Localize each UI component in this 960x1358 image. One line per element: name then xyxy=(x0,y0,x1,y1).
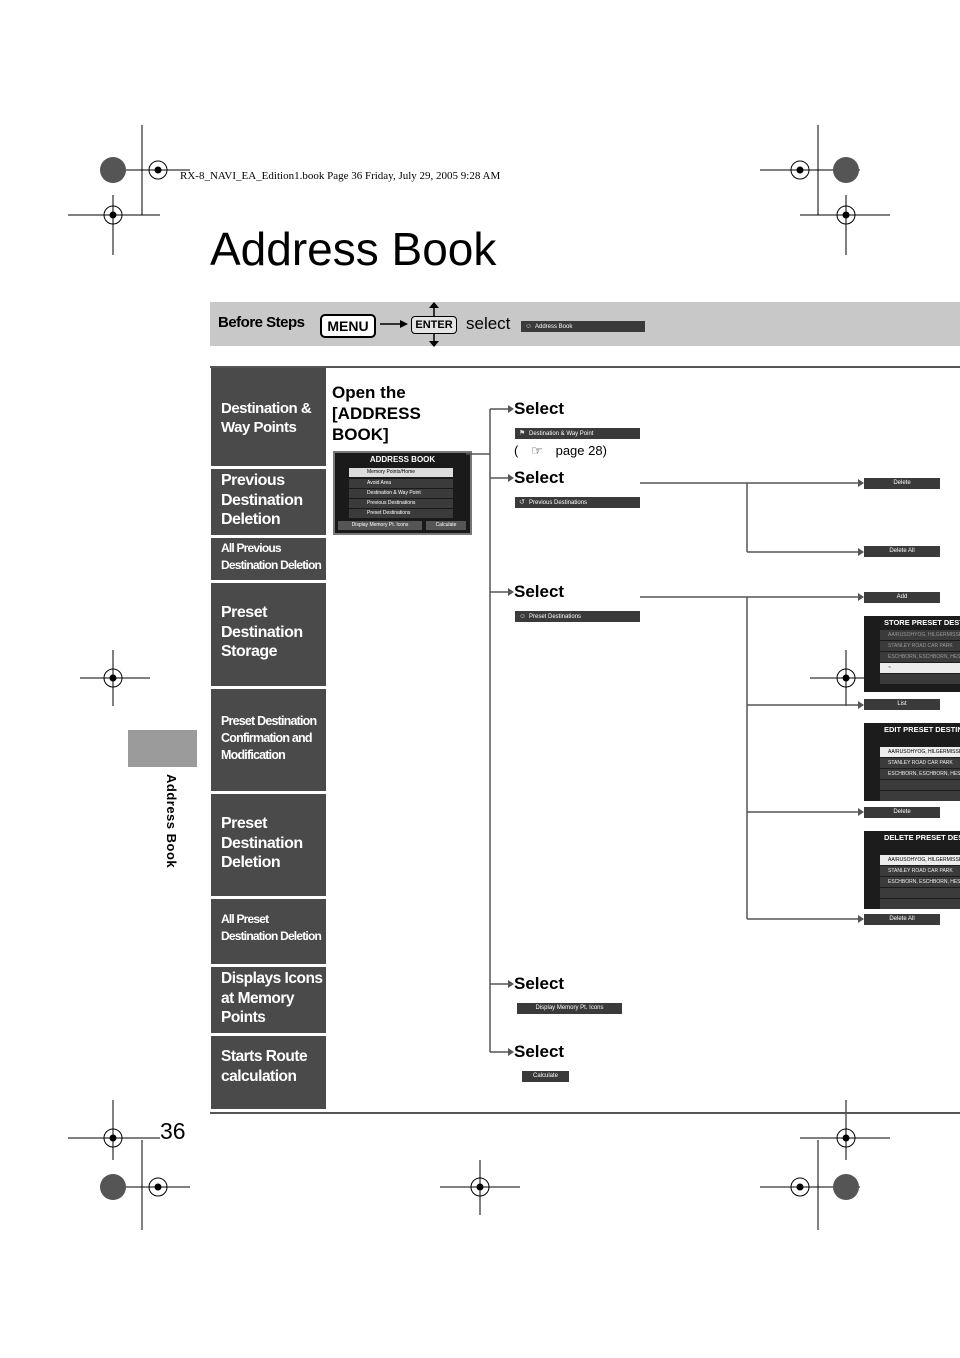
address-book-screen: ADDRESS BOOK Memory Points/Home Avoid Ar… xyxy=(333,451,472,535)
edit-preset-screen-title: EDIT PRESET DESTINATIONS xyxy=(884,725,960,734)
menu-key: MENU xyxy=(320,314,376,338)
screen-row: STANLEY ROAD CAR PARK xyxy=(880,758,960,768)
chapter-tab-label: Address Book xyxy=(164,774,179,869)
previous-destinations-button: ↺Previous Destinations xyxy=(515,497,640,508)
delete-previous-button: Delete xyxy=(864,478,940,489)
chapter-tab xyxy=(128,730,197,767)
menu-item-destination-way-point: Destination & Way Point xyxy=(349,489,453,498)
side-label-destination-way-points: Destination &Way Points xyxy=(211,368,326,466)
select-label-preset: Select xyxy=(514,582,565,601)
delete-preset-screen-title: DELETE PRESET DESTINATIONS xyxy=(884,833,960,842)
delete-all-previous-button: Delete All xyxy=(864,546,940,557)
screen-row xyxy=(880,791,960,801)
arrow-right-icon xyxy=(380,320,408,328)
page-number: 36 xyxy=(160,1118,186,1144)
screen-row: STANLEY ROAD CAR PARK xyxy=(880,641,960,651)
store-preset-screen: STORE PRESET DESTINATIONS AA/RUSOHYOG, H… xyxy=(864,616,960,692)
delete-preset-button: Delete xyxy=(864,807,940,818)
page-title: Address Book xyxy=(210,223,497,275)
menu-item-avoid-area: Avoid Area xyxy=(349,479,453,488)
screen-row: AA/RUSOHYOG, HILGERMISSEN xyxy=(880,747,960,757)
select-label-destination: Select xyxy=(514,399,565,418)
reference-hand-icon: ☞ xyxy=(531,443,543,458)
menu-item-preset-destinations: Preset Destinations xyxy=(349,509,453,518)
delete-preset-screen: DELETE PRESET DESTINATIONS AA/RUSOHYOG, … xyxy=(864,831,960,909)
person-icon: ☺ xyxy=(525,323,533,330)
address-book-button: ☺Address Book xyxy=(521,321,645,332)
flow-frame xyxy=(210,366,960,1114)
file-header-line: RX-8_NAVI_EA_Edition1.book Page 36 Frida… xyxy=(180,170,501,182)
screen-row: AA/RUSOHYOG, HILGERMISSEN xyxy=(880,855,960,865)
select-word: select xyxy=(466,314,511,333)
arrow-down-icon xyxy=(429,333,439,347)
person-icon: ☺ xyxy=(519,613,527,620)
screen-row: ESCHBORN, ESCHBORN, HESSEN xyxy=(880,877,960,887)
menu-item-previous-destinations: Previous Destinations xyxy=(349,499,453,508)
screen-row xyxy=(880,780,960,790)
before-steps-label: Before Steps xyxy=(218,314,305,331)
page-reference: ( ☞ page 28) xyxy=(514,443,607,458)
screen-row: AA/RUSOHYOG, HILGERMISSEN xyxy=(880,630,960,640)
history-icon: ↺ xyxy=(519,499,525,506)
calculate-button: Calculate xyxy=(522,1071,569,1082)
store-preset-screen-title: STORE PRESET DESTINATIONS xyxy=(884,618,960,627)
delete-all-preset-button: Delete All xyxy=(864,914,940,925)
flag-icon: ⚑ xyxy=(519,430,526,437)
address-book-screen-title: ADDRESS BOOK xyxy=(369,455,436,464)
select-label-calculate: Select xyxy=(514,1042,565,1061)
screen-row: ~ xyxy=(880,663,960,673)
screen-row: ESCHBORN, ESCHBORN, HESSEN xyxy=(880,652,960,662)
screen-row xyxy=(880,674,960,684)
screen-row xyxy=(880,888,960,898)
menu-item-memory-points: Memory Points/Home xyxy=(349,468,453,477)
add-preset-button: Add xyxy=(864,592,940,603)
preset-destinations-button: ☺Preset Destinations xyxy=(515,611,640,622)
screen-row xyxy=(880,899,960,909)
list-preset-button: List xyxy=(864,699,940,710)
edit-preset-screen: EDIT PRESET DESTINATIONS AA/RUSOHYOG, HI… xyxy=(864,723,960,801)
screen-row: ESCHBORN, ESCHBORN, HESSEN xyxy=(880,769,960,779)
destination-way-point-button: ⚑Destination & Way Point xyxy=(515,428,640,439)
select-label-display-icons: Select xyxy=(514,974,565,993)
calculate-footer: Calculate xyxy=(426,521,466,530)
display-memory-icons-footer: Display Memory Pt. Icons xyxy=(338,521,422,530)
screen-row: STANLEY ROAD CAR PARK xyxy=(880,866,960,876)
arrow-up-icon xyxy=(429,302,439,316)
select-label-previous: Select xyxy=(514,468,565,487)
display-memory-icons-button: Display Memory Pt. Icons xyxy=(517,1003,622,1014)
